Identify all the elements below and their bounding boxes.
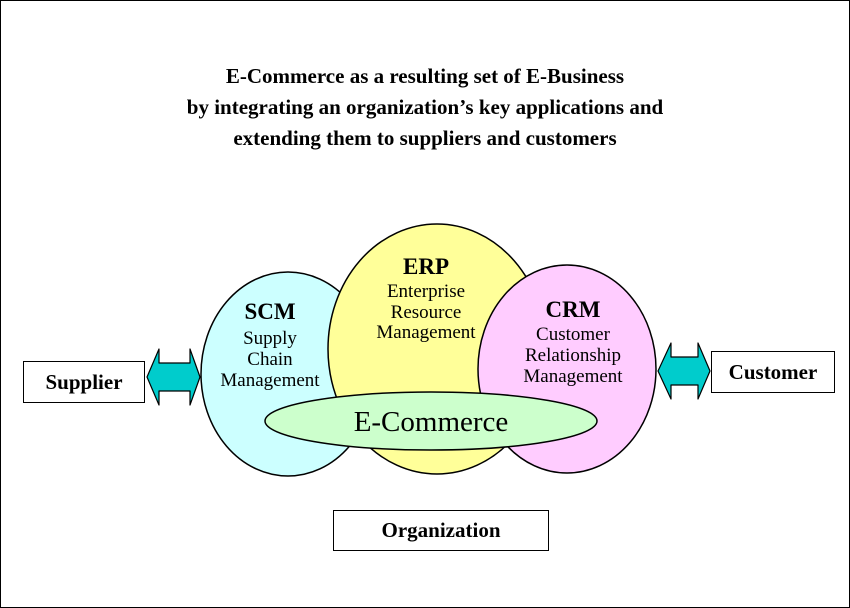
erp-line-3: Management [376,322,476,343]
diagram-title: E-Commerce as a resulting set of E-Busin… [1,61,849,154]
title-line-2: by integrating an organization’s key app… [186,95,664,119]
crm-line-1: Customer [536,324,611,345]
supplier-box: Supplier [23,361,145,403]
supplier-double-arrow-icon [146,348,201,406]
scm-line-3: Management [220,370,320,391]
crm-line-2: Relationship [525,345,621,366]
supplier-label: Supplier [45,369,123,394]
ecommerce-label: E-Commerce [354,406,509,438]
customer-double-arrow-icon [657,342,711,400]
ecommerce-ellipse [264,391,598,451]
customer-box: Customer [711,351,835,393]
erp-acronym: ERP [403,254,449,279]
organization-box: Organization [333,510,549,551]
erp-line-1: Enterprise [387,281,465,302]
title-line-1: E-Commerce as a resulting set of E-Busin… [225,64,625,88]
title-line-3: extending them to suppliers and customer… [233,126,617,150]
scm-line-2: Chain [247,349,293,370]
organization-label: Organization [381,518,501,542]
crm-acronym: CRM [546,297,601,322]
erp-line-2: Resource [391,302,462,323]
scm-acronym: SCM [244,299,295,324]
customer-label: Customer [728,359,818,384]
crm-line-3: Management [523,366,623,387]
scm-line-1: Supply [243,328,297,349]
